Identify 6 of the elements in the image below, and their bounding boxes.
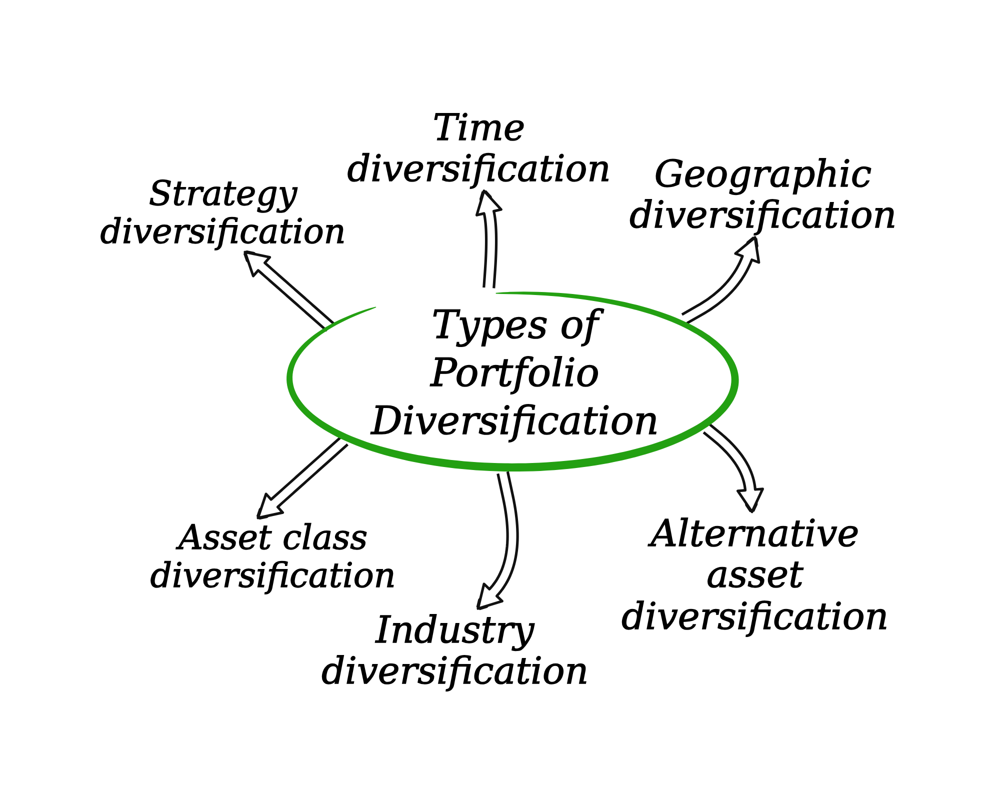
branch-label: Asset class diversification xyxy=(150,518,396,596)
branch-label: Strategy diversification xyxy=(100,174,346,252)
branch-label: Time diversification xyxy=(347,108,611,190)
branch-label: Industry diversification xyxy=(321,610,589,692)
branch-label: Geographic diversification xyxy=(629,154,897,236)
branch-label: Alternative asset diversification xyxy=(621,512,889,638)
